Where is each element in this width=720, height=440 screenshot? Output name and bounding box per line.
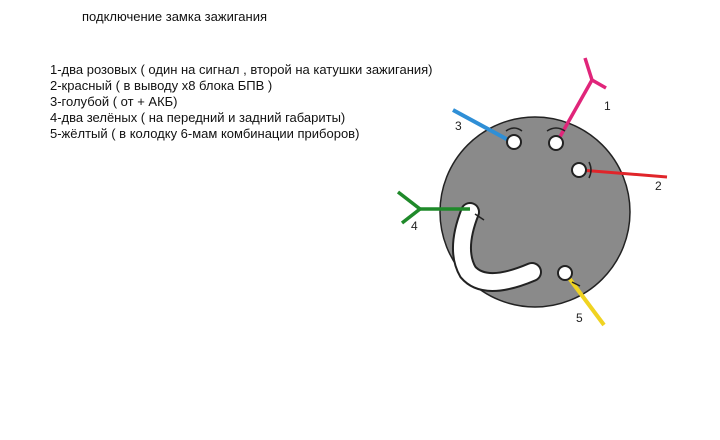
contact-1-tab <box>546 127 566 132</box>
terminal-label-5: 5 <box>576 311 583 325</box>
contact-4-tab <box>474 213 485 221</box>
legend-item-5: 5-жёлтый ( в колодку 6-мам комбинации пр… <box>50 126 360 141</box>
wire-3-blue <box>452 108 513 144</box>
wiring-legend: 1-два розовых ( один на сигнал , второй … <box>50 62 433 142</box>
contact-4-slot <box>453 204 540 290</box>
wire-1-pink <box>555 79 594 143</box>
contact-3-tab <box>505 127 523 132</box>
contact-5 <box>557 265 573 281</box>
legend-item-1: 1-два розовых ( один на сигнал , второй … <box>50 62 433 77</box>
terminal-label-3: 3 <box>455 119 462 133</box>
contact-2-tab <box>588 161 592 179</box>
diagram-title: подключение замка зажигания <box>82 9 267 24</box>
wire-4-green-branch-a <box>396 190 422 211</box>
wire-1-pink-branch-b <box>591 78 607 90</box>
wire-4-green-branch-b <box>400 207 422 225</box>
legend-item-2: 2-красный ( в выводу х8 блока БПВ ) <box>50 78 273 93</box>
contact-1 <box>548 135 564 151</box>
wire-1-pink-branch-a <box>583 57 594 81</box>
legend-item-4: 4-два зелёных ( на передний и задний габ… <box>50 110 346 125</box>
legend-item-3: 3-голубой ( от + АКБ) <box>50 94 178 109</box>
terminal-label-2: 2 <box>655 179 662 193</box>
contact-5-tab <box>571 281 581 287</box>
wire-2-red <box>579 168 668 179</box>
terminal-label-4: 4 <box>411 219 418 233</box>
terminal-label-1: 1 <box>604 99 611 113</box>
contact-3 <box>506 134 522 150</box>
contact-2 <box>571 162 587 178</box>
